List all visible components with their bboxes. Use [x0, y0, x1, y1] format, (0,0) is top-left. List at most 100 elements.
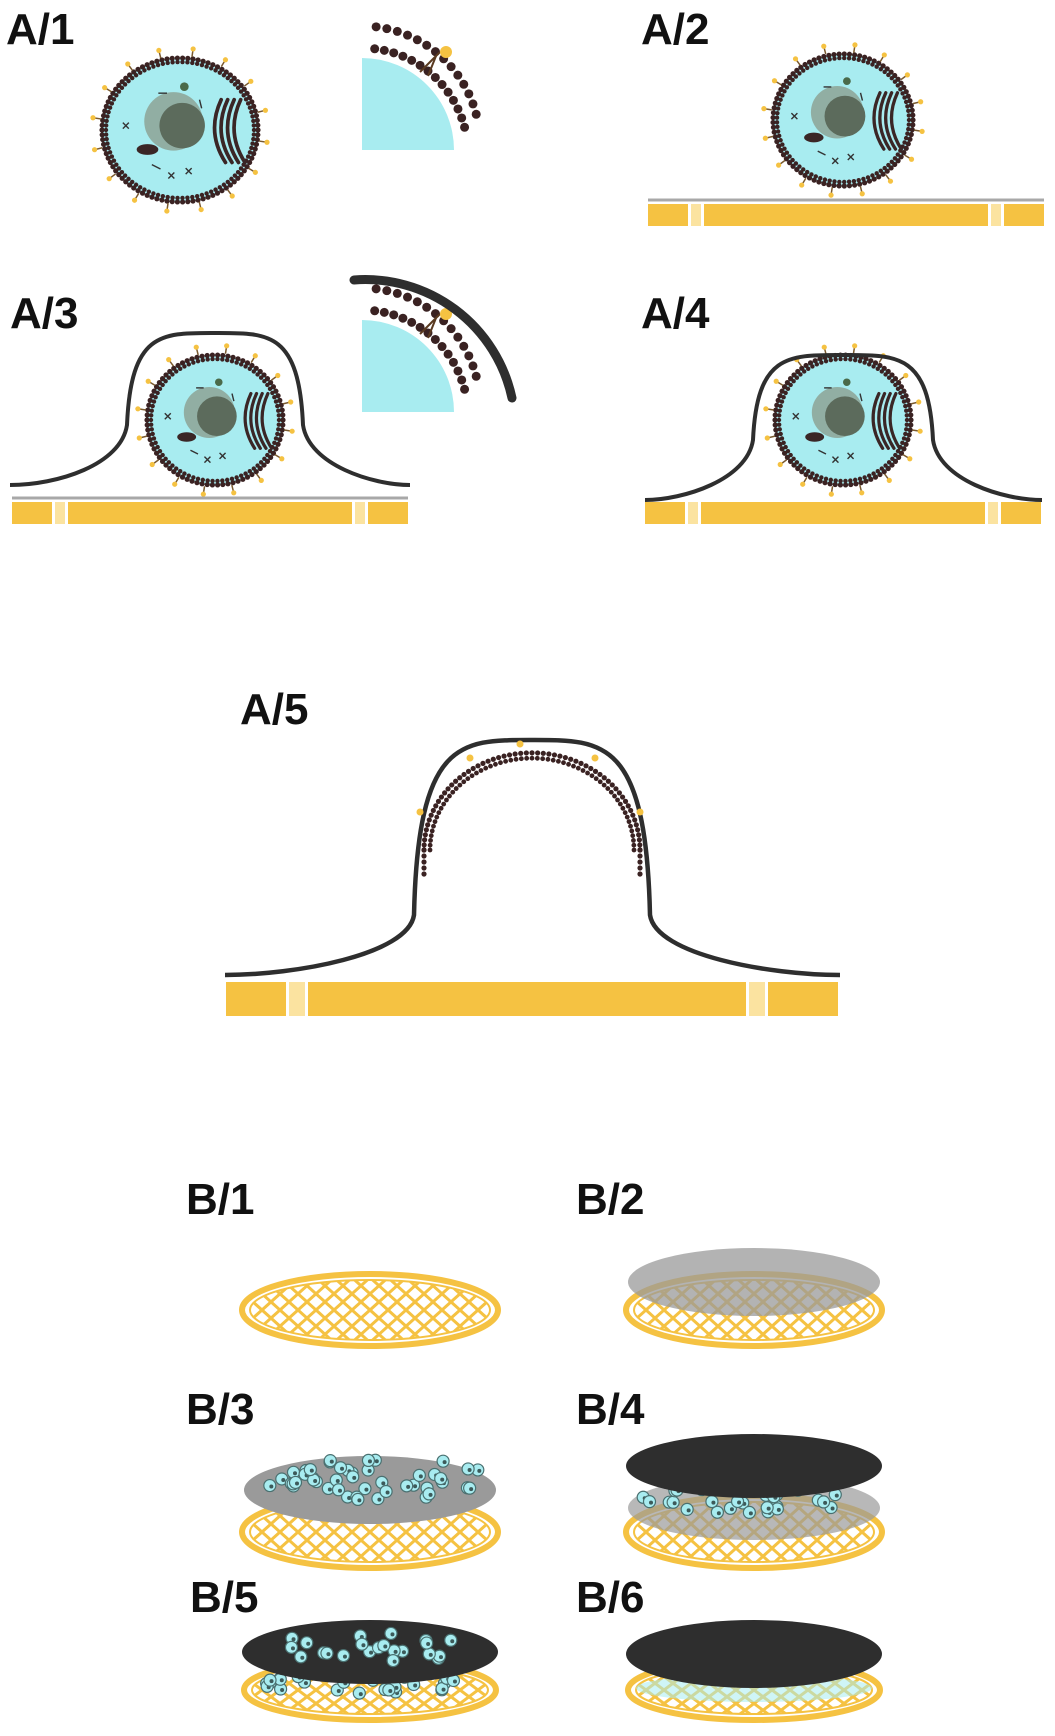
replica-lipid	[483, 765, 489, 771]
membrane-lipid	[904, 422, 910, 427]
lipid-head	[430, 334, 440, 344]
membrane-lipid	[893, 452, 898, 458]
mesh-bar	[930, 1274, 1010, 1346]
membrane-lipid	[151, 191, 156, 196]
membrane-lipid	[160, 452, 165, 458]
membrane-lipid	[234, 360, 239, 365]
golgi	[260, 391, 274, 450]
membrane-lipid	[240, 476, 246, 482]
cell-bead-nucleus	[329, 1459, 334, 1464]
receptor	[91, 147, 98, 153]
cell-bead-nucleus	[711, 1500, 716, 1505]
membrane-lipid	[895, 386, 901, 392]
membrane-lipid	[858, 480, 864, 486]
membrane-lipid	[220, 481, 226, 488]
membrane-lipid	[895, 83, 900, 88]
membrane-lipid	[205, 194, 211, 200]
replica-lipid	[637, 842, 643, 848]
membrane-lipid	[159, 197, 165, 203]
membrane-lipid	[204, 64, 209, 69]
membrane-lipid	[801, 68, 806, 73]
membrane-lipid	[180, 195, 185, 201]
membrane-lipid	[776, 101, 782, 107]
cell-bead-nucleus	[823, 1500, 828, 1505]
membrane-lipid	[879, 369, 884, 374]
mesh-bar	[492, 1496, 572, 1568]
receptor	[761, 106, 767, 112]
lipid-head	[453, 70, 463, 80]
lipid-head	[468, 361, 478, 371]
membrane-lipid	[776, 143, 782, 149]
membrane-lipid	[901, 399, 907, 404]
mesh-bar	[114, 1496, 194, 1568]
replica-lipid	[444, 797, 449, 803]
grid-rim	[239, 1271, 501, 1349]
mesh-bar	[498, 1274, 578, 1346]
cell-bead-nucleus	[374, 1459, 379, 1464]
membrane-lipid	[130, 75, 135, 81]
membrane-lipid	[251, 103, 257, 109]
membrane-lipid	[279, 407, 285, 413]
lipid-head	[464, 89, 474, 99]
receptor	[289, 428, 295, 434]
mesh-bar	[930, 1660, 1010, 1720]
mesh-bar	[150, 1660, 230, 1720]
membrane-lipid	[275, 431, 280, 437]
membrane-lipid	[906, 117, 912, 123]
replica-lipid	[583, 763, 589, 769]
replica-lipid	[457, 782, 463, 788]
replica-lipid	[434, 814, 440, 820]
receptor	[859, 490, 865, 496]
membrane-lipid	[194, 480, 200, 486]
replica-lipid	[551, 752, 558, 758]
membrane-lipid	[241, 168, 247, 174]
replica-lipid	[631, 842, 637, 848]
membrane-lipid	[205, 478, 210, 483]
membrane-lipid	[846, 183, 853, 189]
membrane-lipid	[165, 60, 170, 66]
cell-bead-nucleus	[441, 1687, 446, 1692]
membrane-lipid	[862, 360, 867, 365]
membrane-lipid	[148, 413, 154, 418]
golgi	[882, 391, 896, 450]
substrate-stripe	[55, 502, 65, 524]
cell-bead-nucleus	[392, 1659, 397, 1664]
mesh-bar	[552, 1496, 632, 1568]
membrane-lipid	[199, 481, 205, 487]
membrane-lipid	[851, 56, 857, 62]
membrane-lipid	[272, 440, 277, 446]
membrane-lipid	[229, 78, 234, 84]
membrane-lipid	[205, 60, 211, 66]
membrane-lipid	[851, 52, 858, 58]
membrane-lipid	[184, 358, 190, 364]
receptor	[591, 754, 599, 762]
grid-inner-rim	[249, 1279, 491, 1341]
membrane-lipid	[199, 353, 205, 359]
membrane-lipid	[255, 463, 260, 468]
membrane-lipid	[886, 375, 892, 380]
replica-lipid	[490, 756, 496, 762]
replica-lipid	[593, 776, 599, 782]
membrane-lipid	[843, 478, 848, 484]
mesh-bar	[114, 1274, 194, 1346]
membrane-lipid	[109, 101, 115, 106]
receptor	[762, 135, 768, 141]
membrane-lipid	[99, 132, 105, 138]
replica-lipid	[631, 838, 636, 843]
mesh-bar	[546, 1496, 626, 1568]
membrane-lipid	[145, 427, 151, 433]
membrane-lipid	[906, 122, 912, 127]
cell-bead-nucleus	[279, 1678, 284, 1683]
membrane-lipid	[139, 190, 146, 196]
membrane-lipid	[903, 393, 909, 399]
membrane-lipid	[903, 135, 909, 141]
membrane-lipid	[770, 114, 776, 121]
replica-lipid	[430, 807, 436, 814]
membrane-lipid	[810, 471, 815, 476]
membrane-lipid	[828, 357, 834, 363]
membrane-lipid	[238, 473, 244, 478]
mesh-bar	[876, 1660, 956, 1720]
membrane-lipid	[175, 471, 181, 478]
substrate-stripe	[688, 502, 698, 524]
